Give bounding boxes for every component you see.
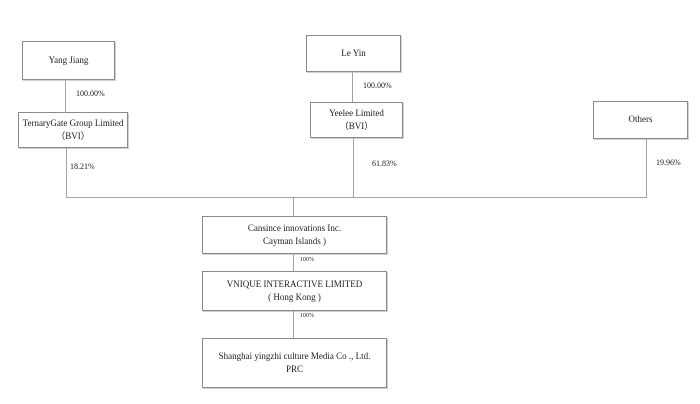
node-sublabel: （BVI） <box>56 131 90 141</box>
node-label: Le Yin <box>341 47 366 58</box>
edge-bus-to-cansince <box>293 197 294 216</box>
edge-yangjiang-to-ternarygate <box>65 80 66 112</box>
pct-label-vnique-shanghai: 100% <box>300 313 314 319</box>
node-sublabel: ( Hong Kong ) <box>268 292 321 302</box>
node-label: Yeelee Limited <box>329 107 384 118</box>
node-label: VNIQUE INTERACTIVE LIMITED <box>226 278 363 289</box>
pct-label-yeelee: 61.83% <box>372 159 397 168</box>
node-le-yin: Le Yin <box>306 35 401 72</box>
node-shanghai-yingzhi-culture-media: Shanghai yingzhi culture Media Co ., Ltd… <box>202 338 387 388</box>
edge-vnique-to-shanghai <box>293 311 294 338</box>
node-vnique-interactive-limited: VNIQUE INTERACTIVE LIMITED ( Hong Kong ) <box>202 271 387 311</box>
edge-leyin-to-yeelee <box>352 72 353 102</box>
edge-others-to-bus <box>646 139 647 197</box>
pct-label-others: 19.96% <box>656 158 681 167</box>
pct-label-leyin-yeelee: 100.00% <box>363 81 392 90</box>
pct-label-yangjiang-ternarygate: 100.00% <box>76 89 105 98</box>
node-ternarygate-group-limited: TernaryGate Group Limited （BVI） <box>18 112 128 148</box>
pct-label-ternarygate: 18.21% <box>70 162 95 171</box>
node-sublabel: Cayman Islands ) <box>263 236 326 246</box>
node-cansince-innovations: Cansince innovations Inc. Cayman Islands… <box>202 216 387 254</box>
edge-yeelee-to-bus <box>353 138 354 197</box>
edge-horizontal-bus <box>66 197 647 198</box>
node-label: Shanghai yingzhi culture Media Co ., Ltd… <box>218 350 371 361</box>
node-sublabel: （BVI） <box>339 121 374 131</box>
edge-cansince-to-vnique <box>293 254 294 271</box>
node-label: Others <box>628 114 653 125</box>
node-label: Cansince innovations Inc. <box>247 222 342 233</box>
node-label: Yang Jiang <box>48 54 89 65</box>
pct-label-cansince-vnique: 100% <box>300 257 314 263</box>
node-yeelee-limited: Yeelee Limited （BVI） <box>310 102 403 138</box>
edge-ternarygate-to-bus <box>66 148 67 197</box>
node-others: Others <box>593 101 688 139</box>
node-sublabel: PRC <box>285 364 303 374</box>
node-yang-jiang: Yang Jiang <box>22 41 115 80</box>
node-label: TernaryGate Group Limited <box>22 117 124 128</box>
